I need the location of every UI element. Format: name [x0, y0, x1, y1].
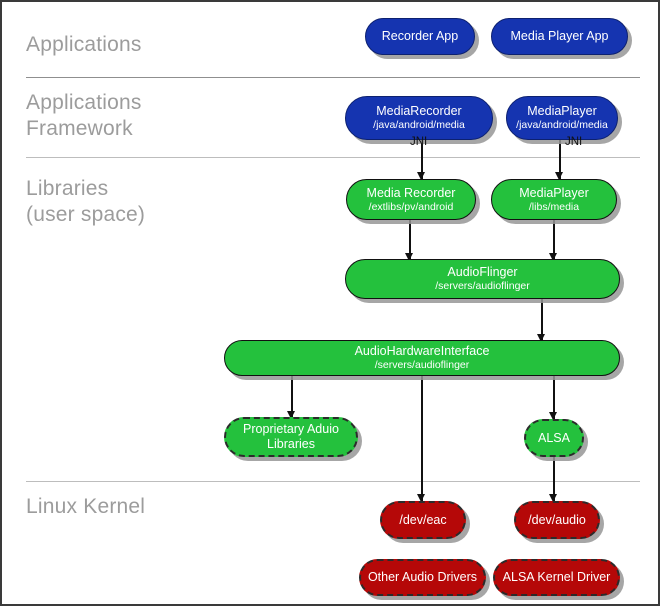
node-alsa-title: ALSA	[538, 430, 570, 445]
node-mediaplayer-framework-title: MediaPlayer	[527, 104, 597, 118]
node-audioflinger[interactable]: AudioFlinger /servers/audioflinger	[345, 259, 620, 299]
divider-applications-framework	[26, 157, 640, 158]
node-proprietary-audio-libs-title: Proprietary Aduio	[243, 422, 339, 436]
arrowhead-dev-audio	[549, 494, 557, 502]
node-mediaplayer-framework-subtitle: /java/android/media	[516, 119, 608, 131]
connector-audiohardwareinterface-to-dev-eac	[421, 375, 423, 502]
layer-label-applications-framework: Applications Framework	[26, 91, 142, 140]
arrowhead-audiohardwareinterface	[537, 334, 545, 342]
node-media-recorder-lib-title: Media Recorder	[366, 185, 456, 200]
connector-audiohardwareinterface-to-proprietary-audio-libs	[291, 375, 293, 419]
node-audioflinger-title: AudioFlinger	[447, 265, 518, 279]
node-recorder-app[interactable]: Recorder App	[365, 18, 475, 55]
node-media-recorder-lib[interactable]: Media Recorder /extlibs/pv/android	[346, 179, 476, 220]
node-mediaplayer-lib-subtitle: /libs/media	[528, 200, 580, 213]
node-mediarecorder-framework-title: MediaRecorder	[376, 104, 462, 118]
connector-label-jni-right: JNI	[565, 136, 583, 148]
arrowhead-dev-eac	[417, 494, 425, 502]
node-audiohardwareinterface[interactable]: AudioHardwareInterface /servers/audiofli…	[224, 340, 620, 376]
node-mediarecorder-framework[interactable]: MediaRecorder /java/android/media	[345, 96, 493, 140]
node-audioflinger-subtitle: /servers/audioflinger	[435, 280, 530, 292]
arrowhead-alsa	[549, 412, 557, 420]
connector-alsa-to-dev-audio	[553, 457, 555, 503]
arrowhead-audioflinger-left	[405, 253, 413, 261]
node-alsa-kernel-driver-title: ALSA Kernel Driver	[502, 570, 611, 584]
divider-linux-kernel	[26, 481, 640, 482]
node-audiohardwareinterface-subtitle: /servers/audioflinger	[374, 359, 470, 371]
node-mediarecorder-framework-subtitle: /java/android/media	[373, 119, 465, 131]
divider-applications	[26, 77, 640, 78]
node-alsa-kernel-driver[interactable]: ALSA Kernel Driver	[493, 559, 620, 596]
node-proprietary-audio-libs-subtitle: Libraries	[267, 437, 315, 451]
connector-mediarecorder-to-media-recorder-lib	[421, 140, 423, 180]
connector-mediaplayer-lib-to-audioflinger	[553, 220, 555, 262]
node-dev-audio[interactable]: /dev/audio	[514, 501, 600, 539]
node-proprietary-audio-libs[interactable]: Proprietary Aduio Libraries	[224, 417, 358, 457]
node-other-audio-drivers-title: Other Audio Drivers	[367, 570, 478, 584]
connector-audioflinger-to-audiohardwareinterface	[541, 299, 543, 343]
node-media-recorder-lib-subtitle: /extlibs/pv/android	[368, 200, 454, 213]
node-recorder-app-title: Recorder App	[381, 29, 459, 43]
connector-label-jni-left: JNI	[410, 136, 428, 148]
node-dev-audio-title: /dev/audio	[528, 512, 586, 527]
arrowhead-proprietary-audio-libs	[287, 411, 295, 419]
node-other-audio-drivers[interactable]: Other Audio Drivers	[359, 559, 486, 596]
arrowhead-media-recorder-lib	[417, 172, 425, 180]
node-mediaplayer-lib[interactable]: MediaPlayer /libs/media	[491, 179, 617, 220]
node-dev-eac[interactable]: /dev/eac	[380, 501, 466, 539]
node-media-player-app-title: Media Player App	[510, 29, 609, 43]
layer-label-applications: Applications	[26, 33, 142, 56]
node-audiohardwareinterface-title: AudioHardwareInterface	[354, 344, 490, 358]
node-dev-eac-title: /dev/eac	[399, 512, 447, 527]
connector-audiohardwareinterface-to-alsa	[553, 375, 555, 420]
layer-label-linux-kernel: Linux Kernel	[26, 495, 146, 518]
node-media-player-app[interactable]: Media Player App	[491, 18, 628, 55]
arrowhead-audioflinger-right	[549, 253, 557, 261]
arrowhead-mediaplayer-lib	[555, 172, 563, 180]
connector-media-recorder-lib-to-audioflinger	[409, 220, 411, 262]
node-mediaplayer-lib-title: MediaPlayer	[519, 185, 589, 200]
layer-label-libraries: Libraries (user space)	[26, 177, 146, 226]
node-mediaplayer-framework[interactable]: MediaPlayer /java/android/media	[506, 96, 618, 140]
node-alsa[interactable]: ALSA	[524, 419, 584, 457]
connector-mediaplayer-to-mediaplayer-lib	[559, 140, 561, 180]
